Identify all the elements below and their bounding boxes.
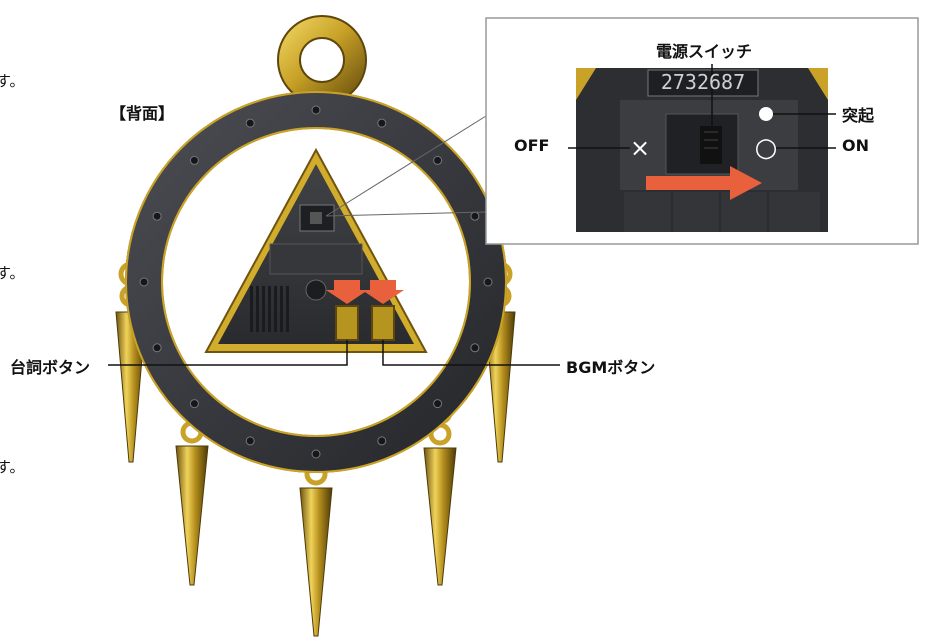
screw-icon [152,211,162,221]
on-label: ON [842,136,869,155]
screw-icon [139,277,149,287]
ring-studs [139,105,493,459]
dialogue-button-label: 台詞ボタン [10,358,91,377]
off-symbol: × [630,134,650,162]
press-arrow-icon [326,280,404,304]
screw-icon [377,118,387,128]
edge-text-1: す。 [0,72,25,90]
slide-arrow-icon [646,166,762,200]
speaker-slot [262,286,265,332]
screw-icon [189,155,199,165]
on-symbol: ○ [755,133,778,163]
serial-number: 2732687 [661,70,745,94]
speaker-slot [280,286,283,332]
screw-icon [311,449,321,459]
screw-icon [433,155,443,165]
view-label: 【背面】 [110,104,175,123]
button-leader-lines [108,340,560,366]
screw-icon [483,277,493,287]
screw-icon [189,399,199,409]
screw-icon [377,436,387,446]
screw-icon [245,118,255,128]
dialogue-button[interactable] [335,305,359,341]
power-switch-label: 電源スイッチ [656,42,753,61]
screw-icon [470,343,480,353]
screw-icon [152,343,162,353]
screw-icon [433,399,443,409]
zoom-leader-lines [325,115,487,217]
top-loop [277,15,367,123]
screw-icon [470,211,480,221]
speaker-slot [268,286,271,332]
off-label: OFF [514,136,550,155]
protrusion-label: 突起 [842,106,875,125]
screw-icon [245,436,255,446]
speaker-slot [274,286,277,332]
speaker-slot [286,286,289,332]
bgm-button-label: BGMボタン [566,358,656,377]
speaker-slot [256,286,259,332]
bgm-button[interactable] [371,305,395,341]
edge-text-3: す。 [0,458,25,476]
triangle-back-panel [204,147,428,353]
speaker-slot [250,286,253,332]
power-switch-callout [485,17,919,245]
screw-icon [311,105,321,115]
speaker-grille-icon [250,286,289,332]
edge-text-2: す。 [0,264,25,282]
